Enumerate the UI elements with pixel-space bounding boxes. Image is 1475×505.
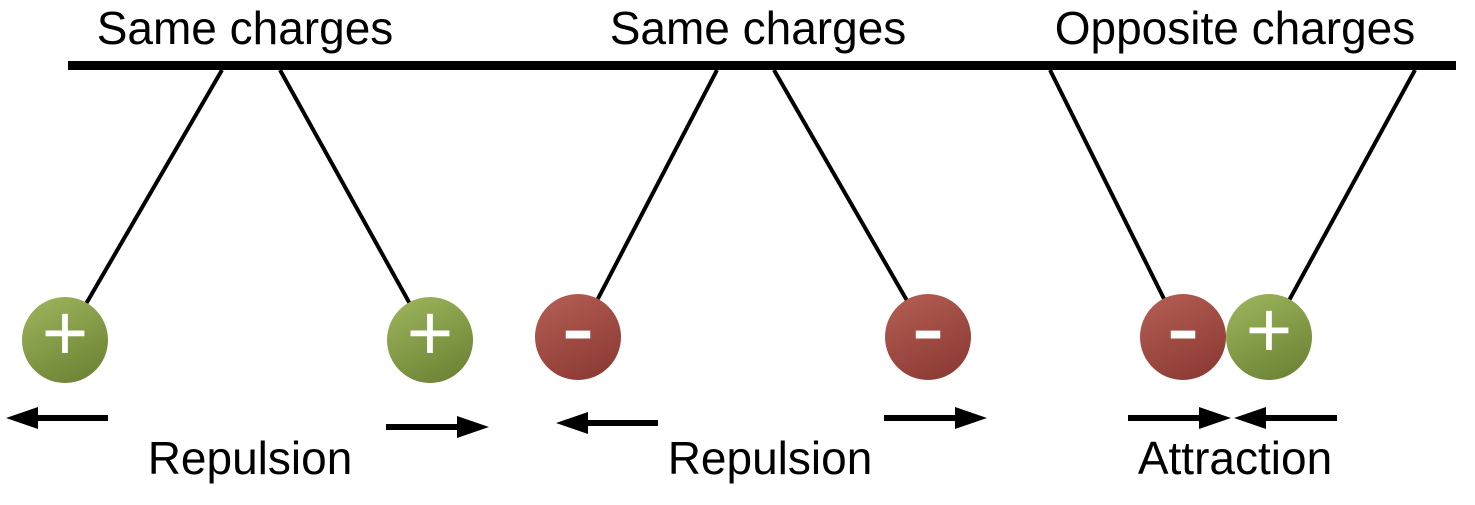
positive-charge-ball-right: [387, 297, 473, 383]
panel-caption: Repulsion: [148, 432, 353, 484]
arrow-head: [1234, 407, 1266, 429]
plus-sign: +: [1246, 285, 1293, 374]
panel-title: Same charges: [97, 2, 394, 54]
minus-sign: -: [561, 271, 594, 383]
pendulum-string-right: [772, 69, 930, 338]
arrow-head: [556, 412, 588, 434]
repulsion-arrow-right: [884, 407, 987, 429]
positive-charge-ball: [1226, 294, 1312, 380]
panel-caption: Attraction: [1138, 432, 1332, 484]
arrow-head: [457, 416, 489, 438]
negative-charge-ball-right: [885, 294, 971, 380]
pendulum-string-right: [278, 69, 432, 341]
repulsion-arrow-left: [556, 412, 658, 434]
ceiling-bar: [68, 61, 1456, 70]
plus-sign: +: [407, 288, 454, 377]
arrow-head: [6, 407, 38, 429]
panel-opposite: Opposite charges - + Attraction: [1048, 2, 1417, 484]
negative-charge-ball: [1140, 294, 1226, 380]
negative-charge-ball-left: [535, 294, 621, 380]
pendulum-string-left: [63, 68, 224, 342]
minus-sign: -: [1166, 271, 1199, 383]
pendulum-string-left: [576, 69, 719, 338]
repulsion-arrow-left: [6, 407, 108, 429]
attraction-arrow-left: [1128, 407, 1231, 429]
panel-same-negative: Same charges - - Repulsion: [535, 2, 987, 484]
pendulum-string-left: [1048, 69, 1185, 338]
panel-title: Opposite charges: [1055, 2, 1416, 54]
minus-sign: -: [911, 271, 944, 383]
panel-title: Same charges: [610, 2, 907, 54]
panel-same-positive: Same charges + + Repulsion: [6, 2, 489, 484]
positive-charge-ball-left: [22, 297, 108, 383]
arrow-head: [1199, 407, 1231, 429]
repulsion-arrow-right: [386, 416, 489, 438]
panel-caption: Repulsion: [668, 432, 873, 484]
attraction-arrow-right: [1234, 407, 1337, 429]
arrow-head: [955, 407, 987, 429]
pendulum-string-right: [1267, 69, 1417, 338]
plus-sign: +: [42, 288, 89, 377]
